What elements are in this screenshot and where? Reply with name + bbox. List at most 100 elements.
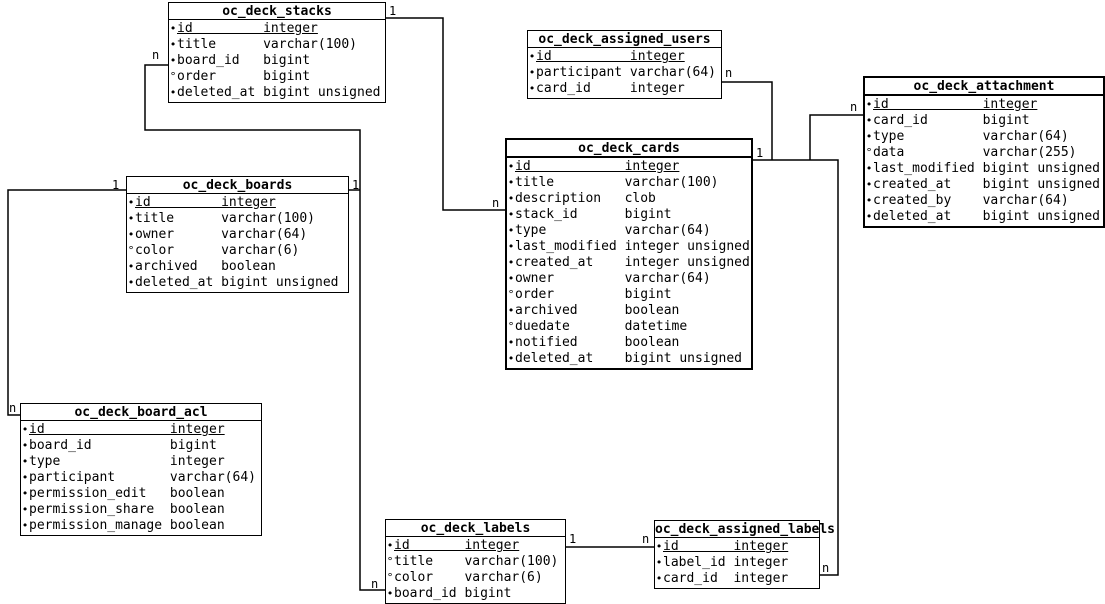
table-title: oc_deck_attachment [865,78,1103,96]
column-marker-icon: • [169,22,177,35]
table-oc-deck-stacks: oc_deck_stacks •id integer•title varchar… [168,2,386,103]
column-row: •stack_id bigint [507,207,749,223]
column-text: participant varchar(64) [29,470,256,485]
column-row: •deleted_at bigint unsigned [865,209,1101,225]
column-row: •notified boolean [507,335,749,351]
column-text: label_id integer [663,555,789,570]
column-text: title varchar(100) [135,211,316,226]
column-text: id integer [394,538,520,553]
column-text: id integer [29,422,225,437]
primary-key-row: •id integer [386,538,563,554]
column-row: •last_modified integer unsigned [507,239,750,255]
column-marker-icon: • [507,240,515,253]
column-text: duedate datetime [515,319,688,334]
column-marker-icon: • [127,260,135,273]
column-text: board_id bigint [394,586,512,601]
column-text: stack_id bigint [515,207,672,222]
connector-boards-stacks-labels [144,64,385,591]
column-text: id integer [663,539,789,554]
column-text: archived boolean [515,303,680,318]
column-row: •board_id bigint [169,53,383,69]
cardinality-stacks-1: 1 [389,4,397,18]
primary-key-row: •id integer [169,21,383,37]
column-text: color varchar(6) [394,570,543,585]
cardinality-stacks-n: n [152,48,160,62]
column-text: archived boolean [135,259,276,274]
column-marker-icon: • [386,539,394,552]
column-text: id integer [135,195,276,210]
table-oc-deck-labels: oc_deck_labels •id integer°title varchar… [385,519,566,604]
column-row: •created_at bigint unsigned [865,177,1101,193]
cardinality-labels-left-n: n [371,577,379,591]
table-columns: •id integer•board_id bigint•type integer… [21,421,261,535]
column-text: data varchar(255) [873,145,1077,160]
table-oc-deck-assigned-users: oc_deck_assigned_users •id integer•parti… [527,30,722,99]
column-marker-icon: • [507,176,515,189]
connector-cards-assigned-labels [753,159,839,576]
column-marker-icon: • [169,86,177,99]
connector-boards-board-acl [7,189,126,416]
table-title: oc_deck_stacks [169,3,385,20]
table-title: oc_deck_labels [386,520,565,537]
column-text: created_at integer unsigned [515,255,750,270]
column-marker-icon: • [21,455,29,468]
column-marker-icon: • [528,66,536,79]
column-text: permission_manage boolean [29,518,225,533]
column-text: order bigint [515,287,672,302]
column-marker-icon: • [21,423,29,436]
column-marker-icon: • [21,519,29,532]
column-row: •card_id integer [655,571,817,587]
column-marker-icon: • [865,162,873,175]
column-row: °order bigint [169,69,383,85]
column-text: card_id bigint [873,113,1030,128]
column-text: deleted_at bigint unsigned [177,85,381,100]
column-marker-icon: • [507,160,515,173]
column-row: •type varchar(64) [865,129,1101,145]
column-row: •archived boolean [507,303,749,319]
column-row: °order bigint [507,287,749,303]
column-text: participant varchar(64) [536,65,717,80]
connector-stacks-cards [386,17,505,211]
column-text: deleted_at bigint unsigned [873,209,1100,224]
column-row: •participant varchar(64) [528,65,719,81]
column-marker-icon: • [507,256,515,269]
connector-cards-assigned-users [722,81,773,160]
column-text: title varchar(100) [394,554,559,569]
column-row: •card_id bigint [865,113,1101,129]
nullable-marker-icon: ° [127,244,135,257]
column-row: •title varchar(100) [127,211,346,227]
cardinality-cards-n: n [492,196,500,210]
column-text: deleted_at bigint unsigned [515,351,742,366]
table-columns: •id integer•title varchar(100)•descripti… [507,158,751,368]
column-marker-icon: • [21,471,29,484]
column-marker-icon: • [21,487,29,500]
column-text: title varchar(100) [515,175,719,190]
table-columns: •id integer•card_id bigint•type varchar(… [865,96,1103,226]
column-marker-icon: • [127,276,135,289]
column-text: owner varchar(64) [135,227,308,242]
primary-key-row: •id integer [507,159,749,175]
column-text: permission_edit boolean [29,486,225,501]
column-marker-icon: • [127,196,135,209]
table-title: oc_deck_assigned_labels [655,522,836,538]
column-text: notified boolean [515,335,680,350]
column-row: •archived boolean [127,259,346,275]
column-row: •title varchar(100) [507,175,749,191]
column-row: •owner varchar(64) [127,227,346,243]
primary-key-row: •id integer [655,539,817,555]
column-row: •board_id bigint [21,438,259,454]
column-row: •permission_manage boolean [21,518,259,534]
column-marker-icon: • [655,556,663,569]
column-row: •created_by varchar(64) [865,193,1101,209]
column-marker-icon: • [865,210,873,223]
cardinality-assigned-users-n: n [725,66,733,80]
column-marker-icon: • [21,439,29,452]
table-columns: •id integer•title varchar(100)•board_id … [169,20,385,102]
column-row: •owner varchar(64) [507,271,749,287]
table-title: oc_deck_assigned_users [528,31,721,48]
table-columns: •id integer°title varchar(100)°color var… [386,537,565,603]
column-marker-icon: • [127,228,135,241]
cardinality-board-acl-n: n [9,401,17,415]
primary-key-row: •id integer [528,49,719,65]
